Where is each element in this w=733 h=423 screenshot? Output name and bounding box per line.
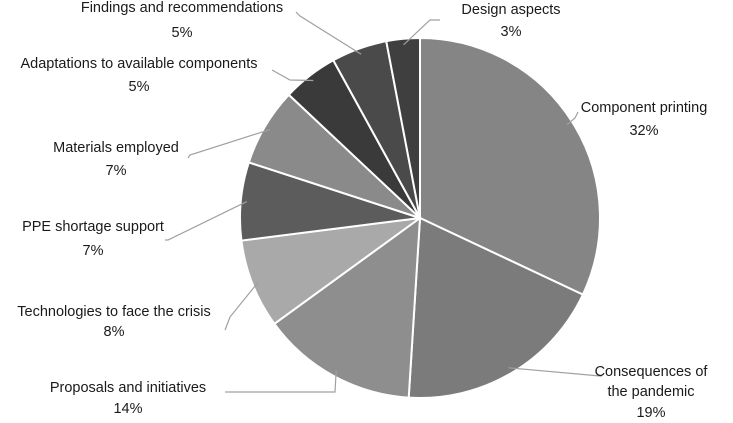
- slice-percent-1: 32%: [629, 123, 658, 139]
- slice-label-line2-2: the pandemic: [607, 384, 694, 400]
- slice-label-9: Design aspects: [461, 2, 560, 18]
- slice-percent-9: 3%: [501, 24, 522, 40]
- slice-percent-2: 19%: [636, 405, 665, 421]
- pie-slice-9: [385, 36, 421, 219]
- slice-label-7: Adaptations to available components: [21, 56, 258, 72]
- pie-slice-1: [419, 36, 601, 296]
- slice-labels: Component printing 32% Consequences of the …: [17, 0, 708, 421]
- pie-slice-3: [272, 215, 422, 399]
- leader-line-2: [508, 367, 602, 377]
- slice-percent-5: 7%: [83, 243, 104, 259]
- slice-label-5: PPE shortage support: [22, 219, 164, 235]
- pie-slices: [239, 36, 601, 399]
- leader-lines: [165, 11, 602, 393]
- pie-slice-2: [407, 216, 585, 399]
- slice-label-1: Component printing: [581, 100, 708, 116]
- slice-label-3: Proposals and initiatives: [50, 380, 206, 396]
- leader-line-9: [403, 19, 440, 46]
- slice-percent-6: 7%: [106, 163, 127, 179]
- leader-line-8: [295, 11, 362, 55]
- slice-percent-7: 5%: [129, 79, 150, 95]
- leader-line-6: [187, 128, 271, 159]
- leader-line-5: [165, 201, 248, 241]
- slice-percent-8: 5%: [172, 25, 193, 41]
- leader-line-4: [224, 281, 259, 331]
- slice-label-8: Findings and recommendations: [81, 0, 283, 16]
- slice-label-4: Technologies to face the crisis: [17, 304, 210, 320]
- slice-percent-4: 8%: [104, 324, 125, 340]
- leader-line-3: [225, 370, 337, 393]
- leader-line-7: [271, 69, 314, 82]
- slice-percent-3: 14%: [113, 401, 142, 417]
- slice-label-6: Materials employed: [53, 140, 179, 156]
- slice-label-2: Consequences of: [595, 364, 709, 380]
- leader-line-1: [566, 111, 579, 126]
- pie-slice-4: [240, 217, 421, 326]
